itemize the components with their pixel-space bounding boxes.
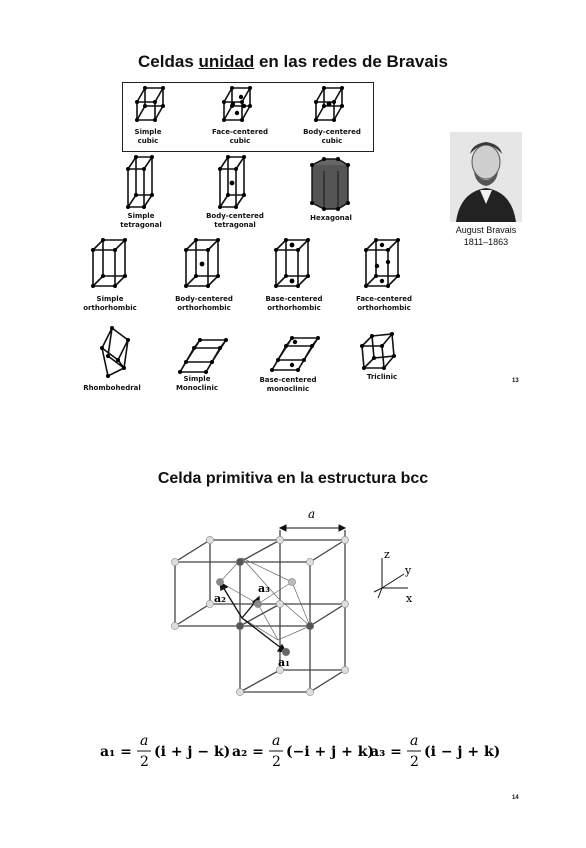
page-number-14: 14 bbox=[512, 795, 519, 801]
simple-orthorhombic-drawing bbox=[90, 237, 128, 289]
bravais-portrait bbox=[450, 132, 522, 222]
body-centered-orthorhombic-drawing bbox=[183, 237, 221, 289]
body-centered-tetragonal-drawing bbox=[217, 154, 247, 210]
label-hexagonal: Hexagonal bbox=[310, 214, 352, 222]
slide-title-bcc: Celda primitiva en la estructura bcc bbox=[157, 470, 429, 487]
formula-a1-den: 2 bbox=[140, 754, 149, 770]
hexagonal-drawing bbox=[310, 157, 350, 211]
axis-y-label: y bbox=[404, 564, 412, 577]
simple-tetragonal-drawing bbox=[125, 154, 155, 210]
face-centered-orthorhombic-drawing bbox=[363, 237, 401, 289]
formula-a3-den: 2 bbox=[410, 754, 419, 770]
vector-label-a1: a₁ bbox=[278, 656, 290, 669]
vector-label-a3: a₃ bbox=[258, 582, 270, 595]
formula-a1-num: a bbox=[140, 733, 148, 749]
formula-a2-lhs: a₂ = bbox=[232, 744, 264, 760]
page-number-13: 13 bbox=[512, 378, 519, 384]
label-triclinic: Triclinic bbox=[366, 373, 398, 381]
formula-a3-num: a bbox=[410, 733, 418, 749]
bcc-lattice-figure: a a₂ a₃ a₁ bbox=[171, 507, 349, 696]
simple-monoclinic-drawing bbox=[177, 337, 229, 375]
cubic-group-box bbox=[122, 82, 374, 152]
formula-a2-den: 2 bbox=[272, 754, 281, 770]
label-rhombohedral: Rhombohedral bbox=[83, 384, 141, 392]
axis-z-label: z bbox=[384, 548, 390, 561]
formula-a2-rhs: (−i + j + k) bbox=[286, 744, 374, 760]
body-centered-cubic-drawing bbox=[313, 85, 345, 123]
base-centered-orthorhombic-drawing bbox=[273, 237, 311, 289]
lattice-constant-label: a bbox=[308, 507, 315, 521]
rhombohedral-drawing bbox=[100, 326, 130, 378]
primitive-vectors-formulas: a₁ = a 2 (i + j − k) a₂ = a 2 (−i + j + … bbox=[100, 733, 500, 770]
simple-cubic-drawing bbox=[134, 85, 166, 123]
formula-a1-rhs: (i + j − k) bbox=[154, 744, 230, 760]
base-centered-monoclinic-drawing bbox=[269, 335, 321, 373]
axis-x-label: x bbox=[406, 592, 413, 604]
bravais-lattices-figure bbox=[90, 85, 401, 378]
vector-label-a2: a₂ bbox=[214, 592, 226, 605]
triclinic-drawing bbox=[360, 332, 396, 370]
formula-a3-rhs: (i − j + k) bbox=[424, 744, 500, 760]
slide-title-bravais: Celdas unidad en las redes de Bravais bbox=[138, 52, 448, 71]
formula-a1-lhs: a₁ = bbox=[100, 744, 132, 760]
formula-a2-num: a bbox=[272, 733, 280, 749]
face-centered-cubic-drawing bbox=[221, 85, 253, 123]
coordinate-axes: z y x bbox=[373, 548, 413, 604]
formula-a3-lhs: a₃ = bbox=[370, 744, 402, 760]
